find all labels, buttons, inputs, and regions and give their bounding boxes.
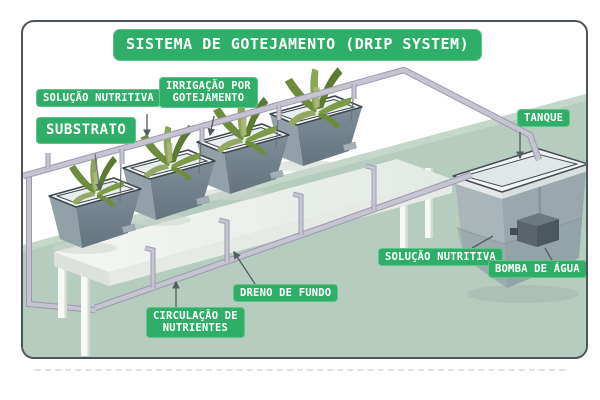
label-line: IRRIGAÇÃO POR [166,80,251,92]
pot-shadows [53,160,338,254]
leader-bomba [544,247,554,263]
label-solucao-nutritiva-bottom: SOLUÇÃO NUTRITIVA [378,248,503,267]
drip-stubs [119,84,357,164]
table-leg [400,172,408,250]
table-leg [58,254,67,318]
bottom-divider [35,369,565,371]
table-legs [58,168,433,356]
water-pump [510,213,559,247]
arrow-irrigacao [207,115,216,137]
arrow-substrato [94,153,103,192]
irrigation-pipe [23,66,543,203]
label-circulacao-de-nutrientes: CIRCULAÇÃO DE NUTRIENTES [146,307,245,338]
label-solucao-nutritiva-top: SOLUÇÃO NUTRITIVA [36,89,161,108]
annotation-arrows [94,114,554,310]
table-leg [425,168,433,238]
label-bomba-de-agua: BOMBA DE ÁGUA [488,260,586,279]
label-line: GOTEJAMENTO [172,92,245,105]
table-leg [81,274,90,356]
bench-table [54,159,452,286]
label-line: NUTRIENTES [162,322,228,335]
diagram-title: SISTEMA DE GOTEJAMENTO (DRIP SYSTEM) [113,29,483,61]
pot-drain-drops [144,163,377,288]
label-substrato: SUBSTRATO [36,117,137,144]
label-irrigacao-por-gotejamento: IRRIGAÇÃO POR GOTEJAMENTO [159,77,258,108]
diagram-frame: SISTEMA DE GOTEJAMENTO (DRIP SYSTEM) SOL… [21,20,588,359]
tank-rim [452,148,586,199]
label-tanque: TANQUE [517,109,571,128]
arrow-dreno [233,250,260,291]
nutrient-tank [452,148,586,303]
return-pipe [26,176,96,313]
drip-lines [119,98,354,203]
diagram-canvas [23,66,586,357]
label-dreno-de-fundo: DRENO DE FUNDO [233,284,339,303]
leader-solucao-bottom [471,235,494,249]
label-line: CIRCULAÇÃO DE [153,310,238,322]
tank-shadow [467,285,579,303]
drain-pipe [93,163,473,312]
